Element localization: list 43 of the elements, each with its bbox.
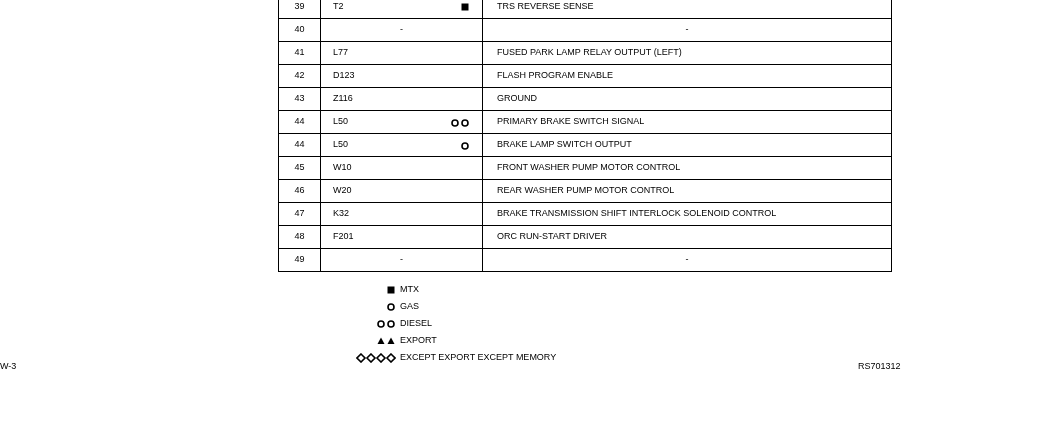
table-cell-text: TRS REVERSE SENSE [497, 0, 594, 13]
table-cell: 39 [279, 0, 321, 18]
table-cell: 44 [279, 134, 321, 156]
legend-text: GAS [400, 300, 419, 314]
table-cell: L50 [333, 115, 349, 129]
table-cell: W20 [333, 184, 352, 198]
table-cell: GROUND [497, 92, 537, 106]
table-cell: 44 [279, 111, 321, 133]
table-cell-text: T2 [333, 0, 344, 13]
table-cell: REAR WASHER PUMP MOTOR CONTROL [497, 184, 675, 198]
table-cell: 43 [279, 88, 321, 110]
legend-text: EXCEPT EXPORT EXCEPT MEMORY [400, 351, 557, 365]
table-cell: BRAKE TRANSMISSION SHIFT INTERLOCK SOLENOID CONTROL [497, 207, 777, 221]
table-cell: FRONT WASHER PUMP MOTOR CONTROL [497, 161, 681, 175]
table-cell: F201 [333, 230, 354, 244]
table-cell: 45 [279, 157, 321, 179]
table-cell: K32 [333, 207, 349, 221]
table-cell: 47 [279, 203, 321, 225]
table-cell: BRAKE LAMP SWITCH OUTPUT [497, 138, 632, 152]
legend-text: EXPORT [400, 334, 437, 348]
table-cell: ORC RUN-START DRIVER [497, 230, 607, 244]
table-cell: - [685, 253, 689, 267]
table-cell: 49 [279, 249, 321, 271]
table-cell: W10 [333, 161, 352, 175]
table-cell: 41 [279, 42, 321, 64]
page-code: W-3 [0, 360, 17, 373]
table-cell: FLASH PROGRAM ENABLE [497, 69, 614, 83]
table-cell: FUSED PARK LAMP RELAY OUTPUT (LEFT) [497, 46, 682, 60]
legend-text: DIESEL [400, 317, 432, 331]
table-cell: Z116 [333, 92, 353, 106]
table-cell: L50 [333, 138, 349, 152]
table-cell: L77 [333, 46, 349, 60]
table-cell: 48 [279, 226, 321, 248]
legend-text: MTX [400, 283, 419, 297]
table-cell: 42 [279, 65, 321, 87]
table-cell: - [685, 23, 689, 37]
figure-number: RS701312 [858, 360, 901, 373]
table-cell: 40 [279, 19, 321, 41]
table-cell: D123 [333, 69, 355, 83]
table-cell: - [400, 253, 403, 267]
table-cell: PRIMARY BRAKE SWITCH SIGNAL [497, 115, 645, 129]
table-cell: 46 [279, 180, 321, 202]
table-cell: - [400, 23, 403, 37]
